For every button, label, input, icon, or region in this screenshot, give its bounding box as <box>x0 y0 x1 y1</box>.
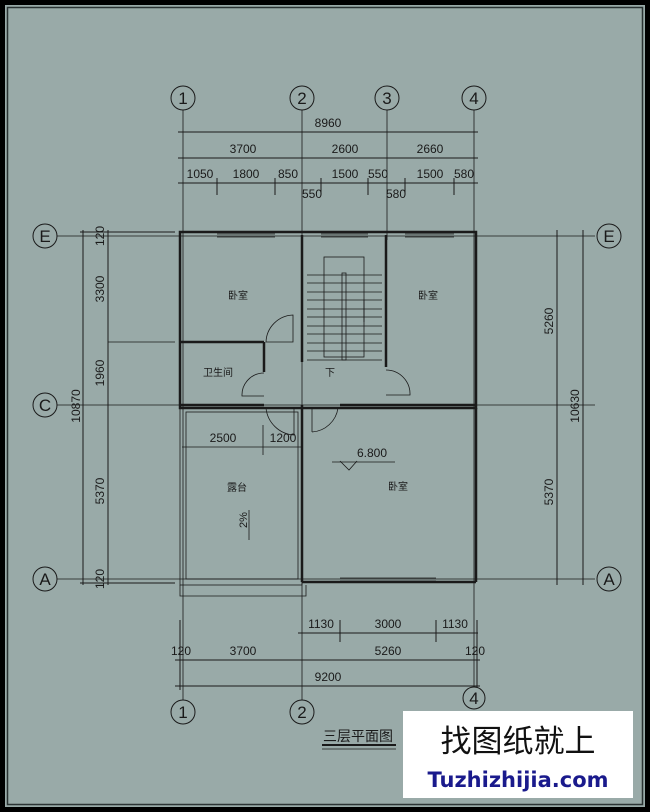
watermark: 找图纸就上 Tuzhizhijia.com <box>403 711 633 798</box>
left-dimension-lines <box>80 230 175 585</box>
elevation-value: 6.800 <box>357 446 387 460</box>
axis-label-a-right: A <box>603 570 615 589</box>
dim-top-overall: 8960 <box>315 116 342 130</box>
room-label-bedroom-ne: 卧室 <box>418 289 438 302</box>
windows <box>217 233 454 582</box>
dim-bottom-bay: 120 <box>171 644 191 658</box>
dim-left-part: 120 <box>93 569 107 589</box>
frame-border <box>6 6 644 806</box>
axis-label-a-left: A <box>39 570 51 589</box>
dim-bottom-opening: 1130 <box>442 617 468 631</box>
terrace-parapet <box>179 407 307 597</box>
room-label-bedroom-nw: 卧室 <box>228 289 248 302</box>
dim-top-bay: 2660 <box>417 142 444 156</box>
slope-value: 2% <box>238 512 250 528</box>
dim-left-overall: 10870 <box>69 389 83 423</box>
dim-bottom-bay: 120 <box>465 644 485 658</box>
axis-label-3: 3 <box>382 89 391 108</box>
sheet-background <box>5 5 645 807</box>
inner-dimension-lines <box>182 425 302 455</box>
dim-right-part: 5260 <box>542 307 556 334</box>
dim-right-part: 5370 <box>542 478 556 505</box>
axis-bubbles <box>32 85 622 725</box>
dim-top-bay: 3700 <box>230 142 257 156</box>
dim-left-part: 5370 <box>93 477 107 504</box>
axis-label-4: 4 <box>469 89 478 108</box>
room-label-bedroom-s: 卧室 <box>388 480 408 493</box>
room-label-bathroom: 卫生间 <box>203 366 233 379</box>
bottom-dimension-lines <box>175 620 480 690</box>
watermark-line1: 找图纸就上 <box>441 724 596 760</box>
top-dimension-lines <box>178 131 478 195</box>
dim-top-detail: 550 <box>302 187 322 201</box>
drawing-title: 三层平面图 <box>323 729 393 745</box>
dim-inner: 2500 <box>210 431 237 445</box>
dim-bottom-bay: 3700 <box>230 644 257 658</box>
dim-top-bay: 2600 <box>332 142 359 156</box>
axis-label-1: 1 <box>178 89 187 108</box>
dim-bottom-opening: 1130 <box>308 617 334 631</box>
dim-left-part: 3300 <box>93 275 107 302</box>
stair-down-label: 下 <box>325 368 335 379</box>
dim-bottom-opening: 3000 <box>375 617 402 631</box>
axis-label-2: 2 <box>297 89 306 108</box>
axis-label-2-bottom: 2 <box>297 703 306 722</box>
dim-left-part: 1960 <box>93 359 107 386</box>
dim-bottom-bay: 5260 <box>375 644 402 658</box>
doors <box>241 314 411 436</box>
dim-top-detail: 1500 <box>332 167 359 181</box>
dim-top-detail: 850 <box>278 167 298 181</box>
axis-label-c-left: C <box>39 396 51 415</box>
dim-top-detail: 580 <box>454 167 474 181</box>
dim-bottom-overall: 9200 <box>315 670 342 684</box>
dim-top-detail: 1800 <box>233 167 260 181</box>
axis-label-1-bottom: 1 <box>178 703 187 722</box>
axis-label-e-left: E <box>39 227 50 246</box>
elevation-mark <box>332 460 395 471</box>
dim-top-detail: 550 <box>368 167 388 181</box>
watermark-line2: Tuzhizhijia.com <box>427 768 608 792</box>
dim-top-detail: 580 <box>386 187 406 201</box>
stair <box>307 256 382 361</box>
axis-lines <box>57 110 595 700</box>
dim-right-overall: 10630 <box>568 389 582 423</box>
dim-left-part: 120 <box>93 226 107 246</box>
axis-label-e-right: E <box>603 227 614 246</box>
right-dimension-lines <box>556 230 584 585</box>
axis-label-4-bottom: 4 <box>469 689 478 708</box>
dim-top-detail: 1500 <box>417 167 444 181</box>
room-label-terrace: 露台 <box>227 481 247 494</box>
dim-inner: 1200 <box>270 431 297 445</box>
dim-top-detail: 1050 <box>187 167 214 181</box>
